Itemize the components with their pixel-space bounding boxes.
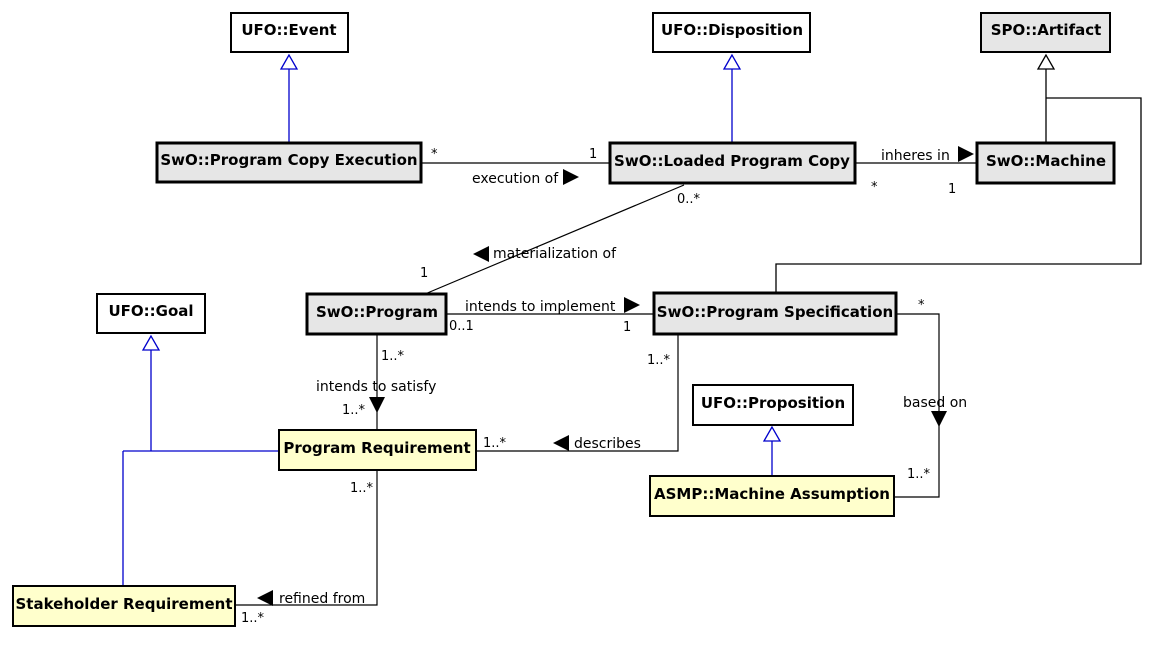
gen-arrowhead-goal (141, 334, 161, 351)
gen-arrowhead-disposition (722, 53, 742, 70)
association-labels: execution of inheres in materialization … (279, 148, 967, 607)
class-program[interactable]: SwO::Program (305, 292, 448, 336)
mult-materialization-target: 0..* (677, 192, 701, 207)
intends-to-satisfy-label: intends to satisfy (316, 379, 436, 395)
class-ufo-goal-label: UFO::Goal (108, 302, 193, 320)
execution-of-direction-arrow (563, 169, 579, 185)
class-ufo-event[interactable]: UFO::Event (230, 12, 349, 53)
assoc-line-based-on (894, 313, 940, 498)
gen-arrowhead-event (279, 53, 299, 70)
class-loaded-program-copy-label: SwO::Loaded Program Copy (614, 152, 850, 170)
class-machine-label: SwO::Machine (986, 152, 1106, 170)
class-ufo-disposition[interactable]: UFO::Disposition (652, 12, 811, 53)
intends-to-implement-label: intends to implement (465, 299, 616, 315)
mult-execution-target: 1 (589, 147, 597, 162)
class-stakeholder-requirement-label: Stakeholder Requirement (15, 595, 232, 613)
intends-to-satisfy-direction-arrow (369, 397, 385, 413)
mult-refined-requirement: 1..* (350, 481, 374, 496)
class-program-specification-label: SwO::Program Specification (657, 303, 893, 321)
assoc-line-describes (476, 334, 679, 452)
mult-describes-spec: 1..* (647, 353, 671, 368)
class-ufo-goal[interactable]: UFO::Goal (96, 293, 206, 334)
class-program-requirement[interactable]: Program Requirement (278, 429, 477, 471)
reading-direction-arrows (257, 146, 974, 606)
mult-implement-source: 0..1 (449, 319, 474, 334)
gen-arrowhead-proposition (762, 425, 782, 442)
describes-direction-arrow (553, 435, 569, 451)
mult-satisfy-source: 1..* (381, 349, 405, 364)
refined-from-direction-arrow (257, 590, 273, 606)
refined-from-label: refined from (279, 591, 365, 607)
class-machine-assumption[interactable]: ASMP::Machine Assumption (649, 475, 895, 517)
based-on-label: based on (903, 395, 967, 411)
intends-to-implement-direction-arrow (624, 297, 640, 313)
class-ufo-disposition-label: UFO::Disposition (661, 21, 803, 39)
mult-materialization-source: 1 (420, 266, 428, 281)
mult-refined-stakeholder: 1..* (241, 611, 265, 626)
class-program-copy-execution[interactable]: SwO::Program Copy Execution (155, 141, 423, 184)
association-edges (235, 162, 977, 606)
class-spo-artifact[interactable]: SPO::Artifact (980, 12, 1111, 53)
mult-execution-source: * (431, 147, 438, 162)
class-stakeholder-requirement[interactable]: Stakeholder Requirement (12, 585, 236, 627)
mult-based-on-assumption: 1..* (907, 467, 931, 482)
class-program-label: SwO::Program (316, 303, 438, 321)
gen-line-spec-artifact (775, 97, 1142, 293)
based-on-direction-arrow (931, 411, 947, 427)
execution-of-label: execution of (472, 171, 559, 187)
inheres-in-direction-arrow (958, 146, 974, 162)
class-program-requirement-label: Program Requirement (283, 439, 470, 457)
class-loaded-program-copy[interactable]: SwO::Loaded Program Copy (608, 141, 857, 185)
class-ufo-event-label: UFO::Event (241, 21, 336, 39)
mult-satisfy-target: 1..* (342, 403, 366, 418)
assoc-line-refined-from (235, 470, 378, 606)
materialization-of-label: materialization of (493, 246, 617, 262)
class-machine[interactable]: SwO::Machine (975, 141, 1116, 185)
mult-inheres-target: 1 (948, 182, 956, 197)
class-program-specification[interactable]: SwO::Program Specification (652, 291, 898, 336)
class-ufo-proposition-label: UFO::Proposition (701, 394, 845, 412)
class-ufo-proposition[interactable]: UFO::Proposition (692, 384, 854, 426)
mult-describes-req: 1..* (483, 436, 507, 451)
inheres-in-label: inheres in (881, 148, 950, 164)
mult-implement-target: 1 (623, 320, 631, 335)
mult-based-on-spec: * (918, 298, 925, 313)
assoc-line-materialization-of (424, 184, 685, 295)
gen-arrowhead-artifact (1036, 53, 1056, 70)
multiplicities: * 1 * 1 1 0..* 0..1 1 1..* 1..* 1..* 1..… (241, 147, 956, 626)
generalization-edges (122, 53, 1142, 586)
class-spo-artifact-label: SPO::Artifact (991, 21, 1102, 39)
class-machine-assumption-label: ASMP::Machine Assumption (654, 485, 890, 503)
materialization-of-direction-arrow (473, 246, 489, 262)
class-program-copy-execution-label: SwO::Program Copy Execution (160, 151, 417, 169)
mult-inheres-source: * (871, 180, 878, 195)
describes-label: describes (574, 436, 641, 452)
